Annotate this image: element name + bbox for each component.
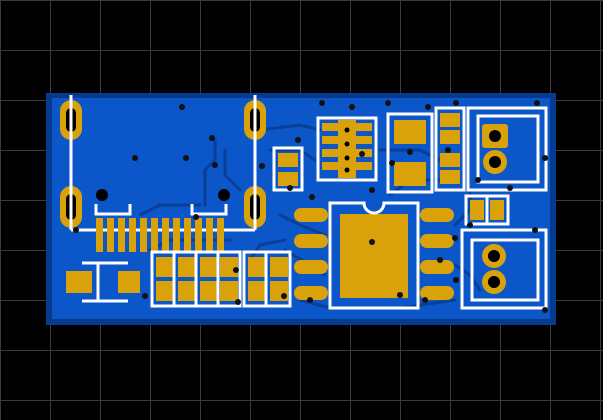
terminal-top[interactable] <box>466 106 548 192</box>
usb-pin-row <box>96 218 224 252</box>
usb-contact-pad <box>96 218 103 252</box>
usb-contact-pad <box>206 218 213 252</box>
resistor-pad[interactable] <box>200 281 218 301</box>
usb-contact-pad <box>217 218 224 252</box>
soic-pin <box>294 234 328 248</box>
resistor-pad[interactable] <box>248 257 266 277</box>
cap-pad-b4[interactable] <box>440 170 460 184</box>
usb-mount-hole-left <box>96 189 108 201</box>
sot-pad-1[interactable] <box>278 153 298 167</box>
soic-pin <box>420 234 454 248</box>
resistor-pad[interactable] <box>220 281 238 301</box>
soic-8-ic[interactable] <box>294 201 454 310</box>
usb-contact-pad <box>140 218 147 252</box>
soic-pin <box>420 260 454 274</box>
usb-contact-pad <box>151 218 158 252</box>
soic-pin <box>420 286 454 300</box>
usb-contact-pad <box>184 218 191 252</box>
resistor-pad[interactable] <box>270 257 288 277</box>
cap-pad-a1[interactable] <box>394 120 426 144</box>
usb-contact-pad <box>162 218 169 252</box>
usb-contact-pad <box>118 218 125 252</box>
diode-pad-cathode[interactable] <box>118 271 140 293</box>
resistor-pad[interactable] <box>248 281 266 301</box>
chip-resistor-right[interactable] <box>464 194 510 226</box>
diode-pad-anode[interactable] <box>66 271 92 293</box>
diode-silkscreen <box>82 261 128 303</box>
resistor-pad[interactable] <box>200 257 218 277</box>
resistor-pad[interactable] <box>178 281 196 301</box>
cap-pad-b1[interactable] <box>440 113 460 127</box>
usb-contact-pad <box>173 218 180 252</box>
resistor-pad[interactable] <box>178 257 196 277</box>
cap-pad-b3[interactable] <box>440 153 460 167</box>
soic-pin <box>420 208 454 222</box>
resistor-pad[interactable] <box>220 257 238 277</box>
resistor-pad[interactable] <box>156 257 174 277</box>
sot23-package[interactable] <box>272 146 304 192</box>
chip-resistors[interactable] <box>150 250 292 308</box>
soic-silkscreen <box>328 201 420 310</box>
soic-pin <box>294 286 328 300</box>
usb-mount-hole-right <box>218 189 230 201</box>
soic-pin <box>294 208 328 222</box>
cap-pad-b2[interactable] <box>440 130 460 144</box>
chip-capacitors[interactable] <box>386 106 466 194</box>
soic-exposed-pad[interactable] <box>340 214 408 298</box>
usb-silkscreen <box>69 95 257 232</box>
resistor-pad[interactable] <box>156 281 174 301</box>
usb-contact-pad <box>107 218 114 252</box>
soic-pin <box>294 260 328 274</box>
usb-contact-pad <box>129 218 136 252</box>
usb-connector[interactable] <box>60 95 266 252</box>
qfn-pads[interactable] <box>322 120 372 178</box>
vias <box>73 100 548 313</box>
smd-diode[interactable] <box>66 261 140 303</box>
sot-pad-2[interactable] <box>278 172 298 186</box>
usb-contact-pad <box>195 218 202 252</box>
cap-pad-a2[interactable] <box>394 162 426 186</box>
